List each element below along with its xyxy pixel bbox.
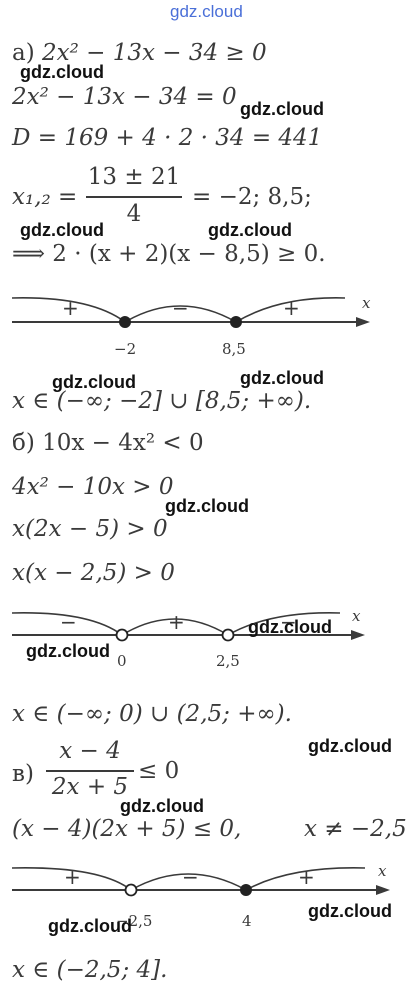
part-c-point-2: 4 [242, 912, 252, 930]
part-a-number-line: + − + −2 8,5 x [11, 294, 371, 358]
part-b-line-2: 4x² − 10x > 0 [12, 474, 174, 500]
part-b-sign-3: − [280, 610, 297, 634]
part-c-answer: x ∈ (−2,5; 4]. [12, 957, 168, 983]
part-a-sign-3: + [283, 296, 300, 320]
part-b-line-1: б) 10x − 4x² < 0 [12, 430, 204, 456]
part-a-point-2: 8,5 [222, 340, 246, 358]
part-c-number-line: + − + −2,5 4 x [11, 862, 390, 930]
watermark: gdz.cloud [26, 641, 110, 661]
part-a-roots-lhs: x₁,₂ = [12, 184, 78, 210]
part-c-fraction-rhs: ≤ 0 [138, 758, 180, 784]
part-b-sign-2: + [168, 610, 185, 634]
part-a-point-1: −2 [114, 340, 136, 358]
part-a-inequality: 2x² − 13x − 34 ≥ 0 [42, 40, 267, 66]
part-b-point-1: 0 [117, 652, 127, 670]
part-c-sign-3: + [298, 865, 315, 889]
part-c-sign-2: − [182, 865, 199, 889]
part-a-fraction-bar [86, 196, 182, 198]
part-c-condition: x ≠ −2,5 [304, 816, 407, 842]
watermark: gdz.cloud [120, 796, 204, 816]
part-a-roots-numerator: 13 ± 21 [87, 164, 181, 190]
part-a-line-2: 2x² − 13x − 34 = 0 [12, 84, 237, 110]
part-c-fraction-denominator: 2x + 5 [51, 774, 129, 800]
watermark: gdz.cloud [165, 496, 249, 516]
part-a-answer: x ∈ (−∞; −2] ∪ [8,5; +∞). [12, 388, 312, 414]
part-c-label: в) [12, 761, 34, 787]
part-a-roots-rhs: = −2; 8,5; [192, 184, 312, 210]
part-a-label: а) [12, 40, 42, 66]
part-b-line-3: x(2x − 5) > 0 [12, 516, 168, 542]
part-a-line-5: ⟹ 2 · (x + 2)(x − 8,5) ≥ 0. [12, 241, 326, 267]
part-b-line-4: x(x − 2,5) > 0 [12, 560, 175, 586]
part-a-sign-2: − [172, 296, 189, 320]
watermark: gdz.cloud [208, 220, 292, 240]
watermark: gdz.cloud [20, 220, 104, 240]
part-a-line-1: а) 2x² − 13x − 34 ≥ 0 [12, 42, 267, 65]
part-b-number-line: − + − 0 2,5 x [11, 607, 365, 670]
part-a-line-3: D = 169 + 4 · 2 · 34 = 441 [12, 125, 323, 151]
part-c-axis-var: x [378, 862, 387, 880]
part-c-line-2: (x − 4)(2x + 5) ≤ 0, [12, 816, 242, 842]
part-c-fraction-numerator: x − 4 [59, 738, 121, 764]
part-c-point-1: −2,5 [116, 912, 152, 930]
watermark-top: gdz.cloud [170, 2, 243, 21]
part-a-sign-1: + [62, 296, 79, 320]
part-b-sign-1: − [60, 610, 77, 634]
watermark: gdz.cloud [20, 62, 104, 82]
part-c-fraction-bar [46, 770, 134, 772]
part-c-sign-1: + [64, 865, 81, 889]
part-b-point-2: 2,5 [216, 652, 240, 670]
part-b-axis-var: x [352, 607, 361, 625]
watermark: gdz.cloud [48, 916, 132, 936]
watermark: gdz.cloud [52, 372, 136, 392]
watermark: gdz.cloud [240, 368, 324, 388]
part-a-axis-var: x [362, 294, 371, 312]
watermark: gdz.cloud [248, 617, 332, 637]
watermark: gdz.cloud [240, 99, 324, 119]
part-a-roots-denominator: 4 [126, 201, 142, 227]
watermark: gdz.cloud [308, 736, 392, 756]
watermark: gdz.cloud [308, 901, 392, 921]
part-b-answer: x ∈ (−∞; 0) ∪ (2,5; +∞). [12, 701, 292, 727]
